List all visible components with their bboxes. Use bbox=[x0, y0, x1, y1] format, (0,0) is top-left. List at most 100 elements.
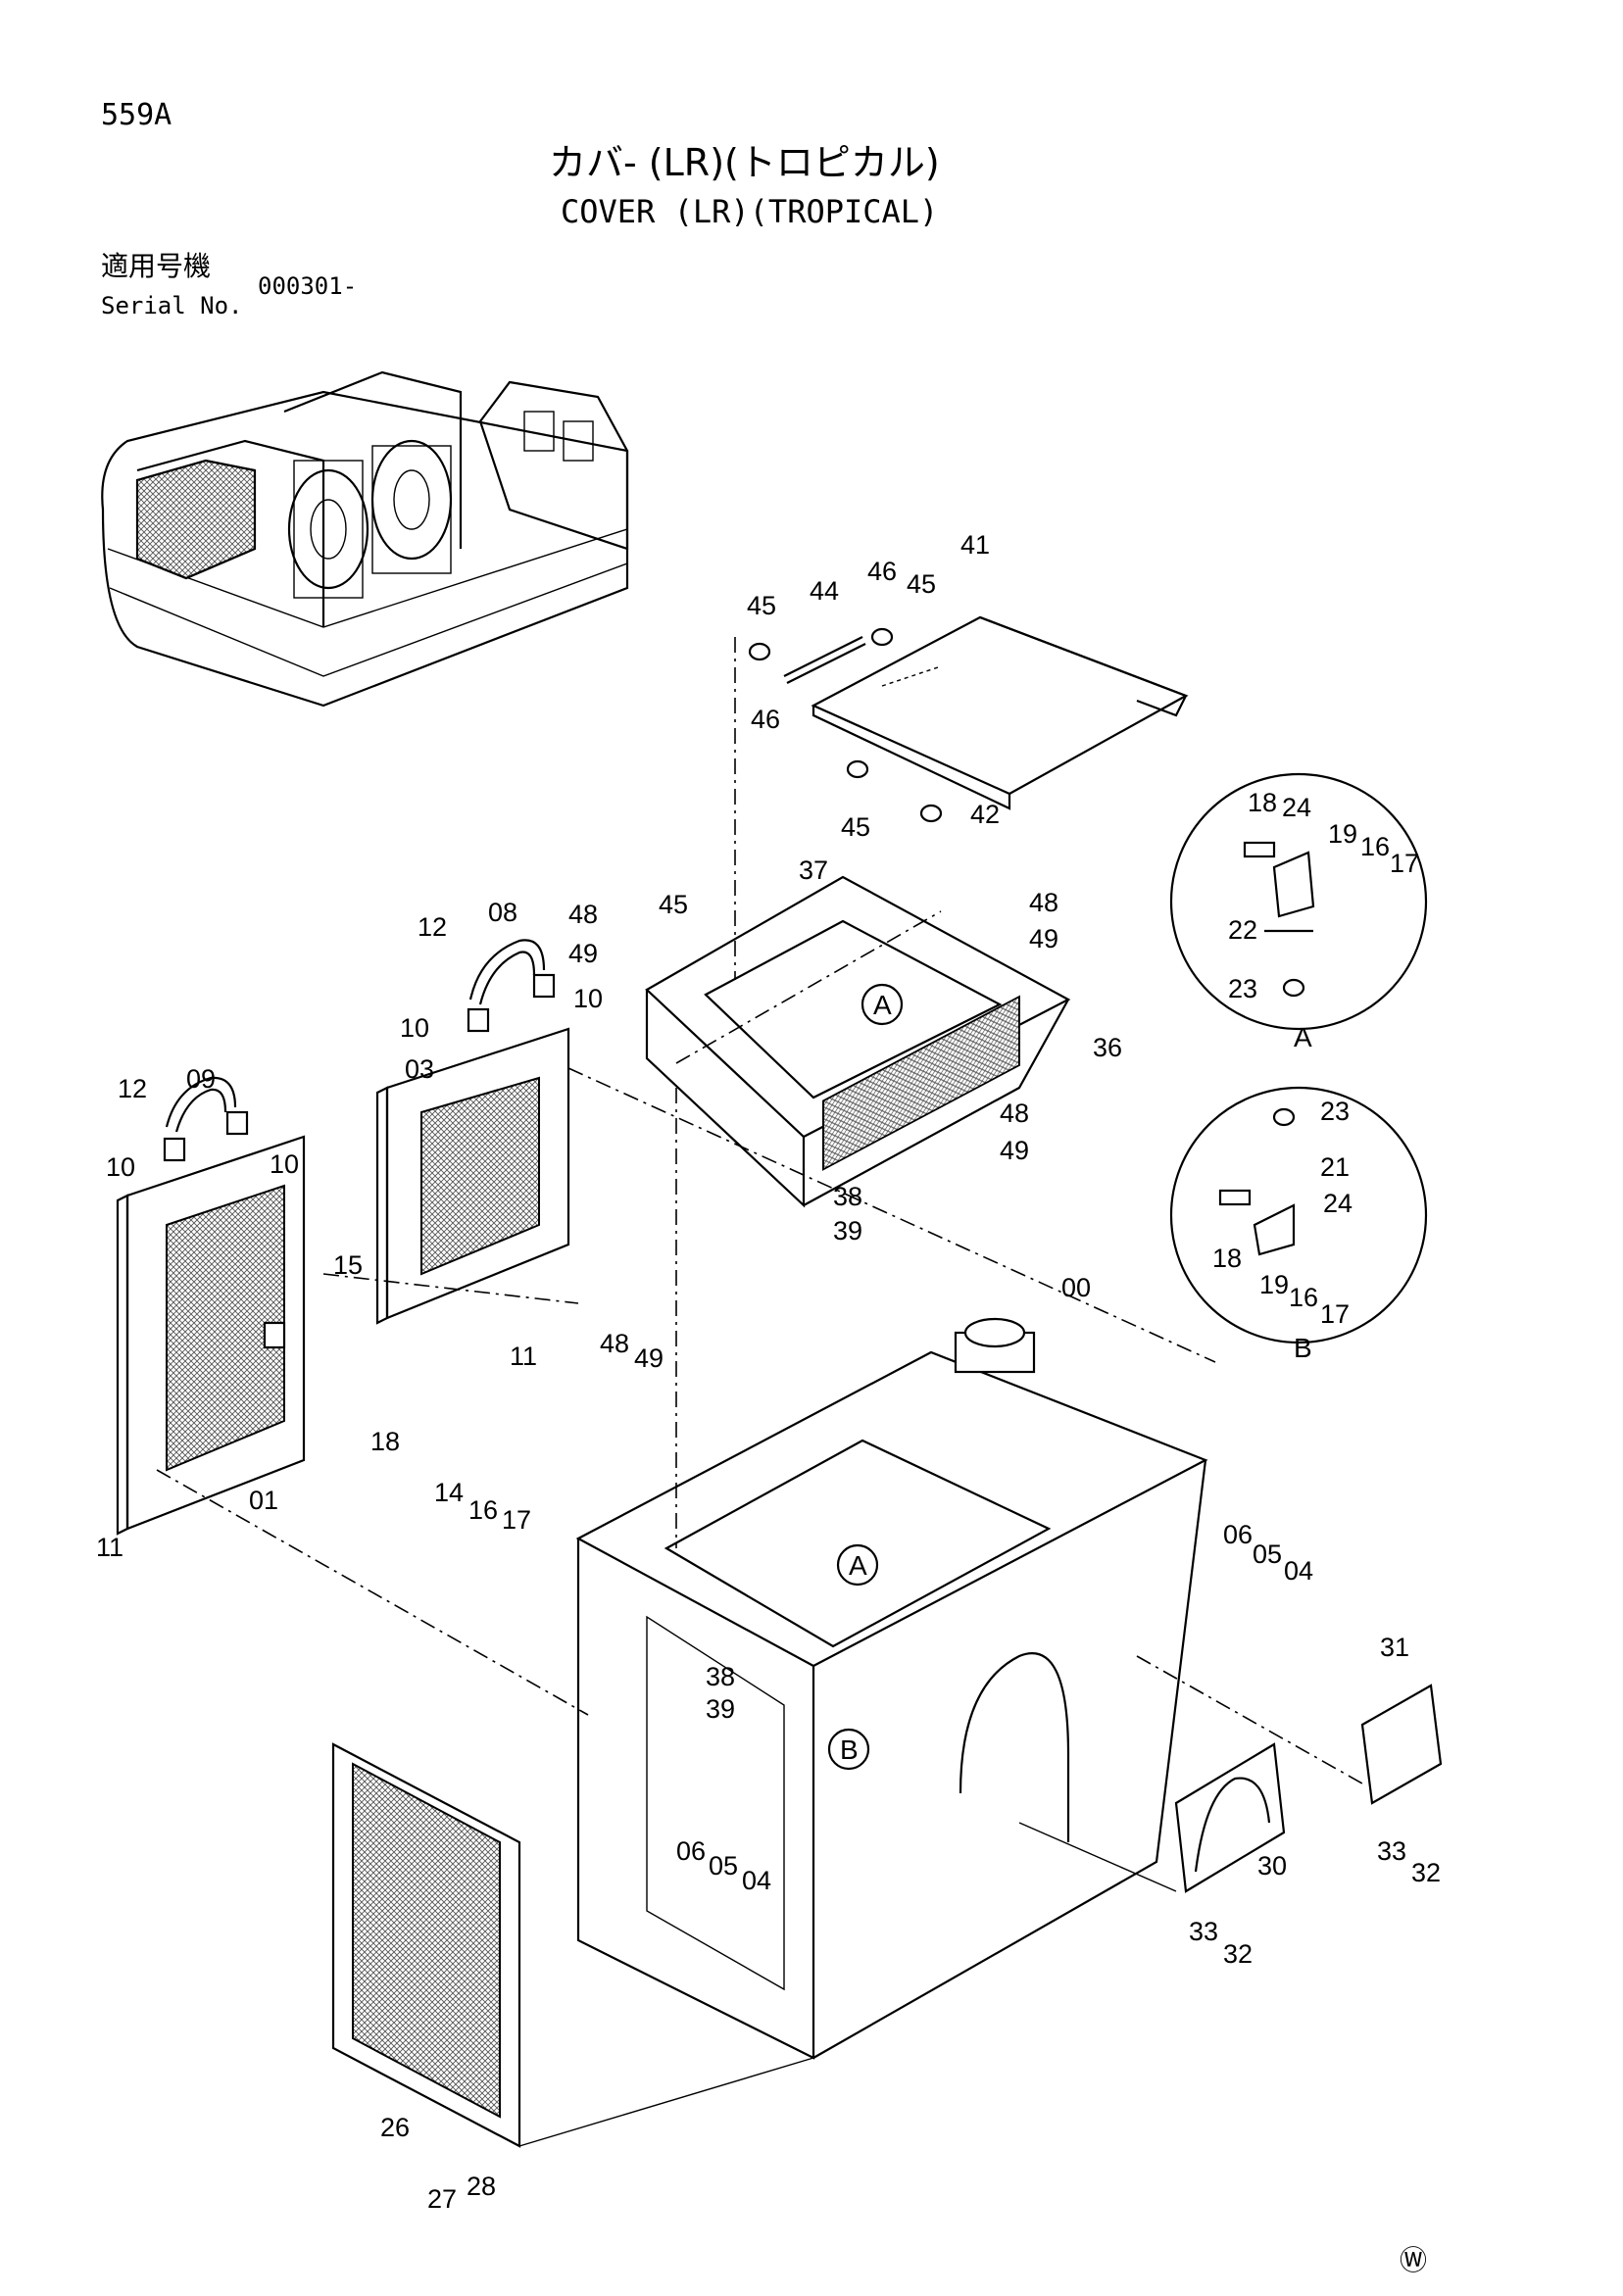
part-label-03: 03 bbox=[405, 1054, 434, 1084]
part-label-49: 49 bbox=[568, 939, 598, 968]
handle-44 bbox=[748, 627, 943, 823]
part-label-30: 30 bbox=[1257, 1851, 1287, 1881]
part-label-48: 48 bbox=[1000, 1099, 1029, 1128]
serial-label-japanese: 適用号機 bbox=[101, 250, 212, 282]
part-label-38: 38 bbox=[706, 1662, 735, 1691]
part-label-11: 11 bbox=[96, 1533, 123, 1562]
part-label-45: 45 bbox=[659, 890, 688, 919]
explode-lines bbox=[156, 637, 1363, 2147]
part-label-37: 37 bbox=[799, 855, 828, 885]
frame-36 bbox=[645, 875, 1071, 1208]
part-label-44: 44 bbox=[810, 576, 839, 606]
part-label-24: 24 bbox=[1282, 793, 1311, 822]
part-label-05: 05 bbox=[1253, 1539, 1282, 1569]
detail-circle-b bbox=[1169, 1086, 1428, 1344]
page-code: 559A bbox=[101, 98, 172, 132]
part-label-14: 14 bbox=[434, 1478, 464, 1507]
part-label-48: 48 bbox=[600, 1329, 629, 1358]
part-label-04: 04 bbox=[742, 1866, 771, 1895]
part-label-45: 45 bbox=[841, 812, 870, 842]
part-label-04: 04 bbox=[1284, 1556, 1313, 1586]
part-label-12: 12 bbox=[418, 912, 447, 942]
part-label-45: 45 bbox=[747, 591, 776, 620]
callout-a-on-frame: A bbox=[873, 990, 892, 1020]
serial-label-english: Serial No. bbox=[101, 292, 243, 319]
part-label-41: 41 bbox=[960, 530, 990, 560]
part-label-06: 06 bbox=[1223, 1520, 1253, 1549]
part-label-16: 16 bbox=[1360, 832, 1390, 861]
part-labels: 41 46 45 44 45 46 45 42 37 48 49 45 48 4… bbox=[96, 530, 1441, 2214]
part-label-06: 06 bbox=[676, 1836, 706, 1866]
part-label-27: 27 bbox=[427, 2184, 457, 2214]
part-label-10: 10 bbox=[400, 1013, 429, 1043]
part-label-32: 32 bbox=[1223, 1939, 1253, 1969]
part-label-24: 24 bbox=[1323, 1189, 1352, 1218]
title-english: COVER (LR)(TROPICAL) bbox=[561, 193, 939, 230]
part-label-26: 26 bbox=[380, 2113, 410, 2142]
part-label-45: 45 bbox=[907, 569, 936, 599]
part-label-11: 11 bbox=[510, 1342, 537, 1371]
part-label-12: 12 bbox=[118, 1074, 147, 1103]
part-label-19: 19 bbox=[1259, 1270, 1289, 1299]
title-japanese: カバ- (LR)(トロピカル) bbox=[549, 141, 940, 184]
part-label-00: 00 bbox=[1061, 1273, 1091, 1302]
part-label-48: 48 bbox=[1029, 888, 1058, 917]
part-label-32: 32 bbox=[1411, 1858, 1441, 1887]
part-label-15: 15 bbox=[333, 1250, 363, 1280]
detail-circle-a bbox=[1169, 772, 1428, 1031]
part-label-23: 23 bbox=[1228, 974, 1257, 1003]
part-label-10: 10 bbox=[106, 1152, 135, 1182]
part-label-23: 23 bbox=[1320, 1097, 1350, 1126]
part-label-21: 21 bbox=[1320, 1152, 1350, 1182]
part-label-18: 18 bbox=[1248, 788, 1277, 817]
footer-mark: Ⓦ bbox=[1400, 2244, 1428, 2276]
door-01 bbox=[116, 1135, 306, 1536]
machine-overview-illustration bbox=[101, 370, 629, 708]
part-label-19: 19 bbox=[1328, 819, 1357, 849]
callout-a-on-cover: A bbox=[849, 1550, 867, 1581]
detail-b-label: B bbox=[1294, 1333, 1312, 1363]
detail-a-label: A bbox=[1294, 1022, 1312, 1052]
part-label-16: 16 bbox=[1289, 1283, 1318, 1312]
part-label-36: 36 bbox=[1093, 1033, 1122, 1062]
part-label-38: 38 bbox=[833, 1182, 862, 1211]
plate-31 bbox=[1360, 1684, 1443, 1805]
serial-number-value: 000301- bbox=[258, 272, 358, 300]
part-label-17: 17 bbox=[1390, 849, 1419, 878]
plate-30 bbox=[1174, 1742, 1286, 1893]
part-label-18: 18 bbox=[1212, 1244, 1242, 1273]
part-label-05: 05 bbox=[709, 1851, 738, 1881]
part-label-33: 33 bbox=[1189, 1917, 1218, 1946]
part-label-01: 01 bbox=[249, 1486, 278, 1515]
part-label-33: 33 bbox=[1377, 1836, 1406, 1866]
part-label-10: 10 bbox=[573, 984, 603, 1013]
part-label-17: 17 bbox=[502, 1505, 531, 1535]
part-label-18: 18 bbox=[370, 1427, 400, 1456]
main-cover-00 bbox=[575, 1317, 1208, 2060]
part-label-17: 17 bbox=[1320, 1299, 1350, 1329]
handle-09 bbox=[163, 1076, 249, 1162]
part-label-49: 49 bbox=[634, 1343, 664, 1373]
part-label-46: 46 bbox=[867, 557, 897, 586]
part-label-10: 10 bbox=[270, 1149, 299, 1179]
grille-26 bbox=[331, 1742, 521, 2148]
part-label-39: 39 bbox=[706, 1694, 735, 1724]
part-label-46: 46 bbox=[751, 705, 780, 734]
part-label-08: 08 bbox=[488, 898, 517, 927]
callout-b-on-cover: B bbox=[840, 1734, 859, 1765]
part-label-16: 16 bbox=[468, 1495, 498, 1525]
part-label-28: 28 bbox=[467, 2172, 496, 2201]
part-label-48: 48 bbox=[568, 900, 598, 929]
part-label-39: 39 bbox=[833, 1216, 862, 1246]
part-label-31: 31 bbox=[1380, 1633, 1409, 1662]
handle-08 bbox=[467, 939, 556, 1033]
part-label-09: 09 bbox=[186, 1064, 216, 1094]
part-label-49: 49 bbox=[1000, 1136, 1029, 1165]
callout-markers: A A B A B bbox=[827, 983, 1312, 1771]
part-label-49: 49 bbox=[1029, 924, 1058, 953]
part-label-22: 22 bbox=[1228, 915, 1257, 945]
part-label-42: 42 bbox=[970, 800, 1000, 829]
door-03 bbox=[375, 1027, 570, 1325]
top-cover-41 bbox=[811, 615, 1189, 810]
